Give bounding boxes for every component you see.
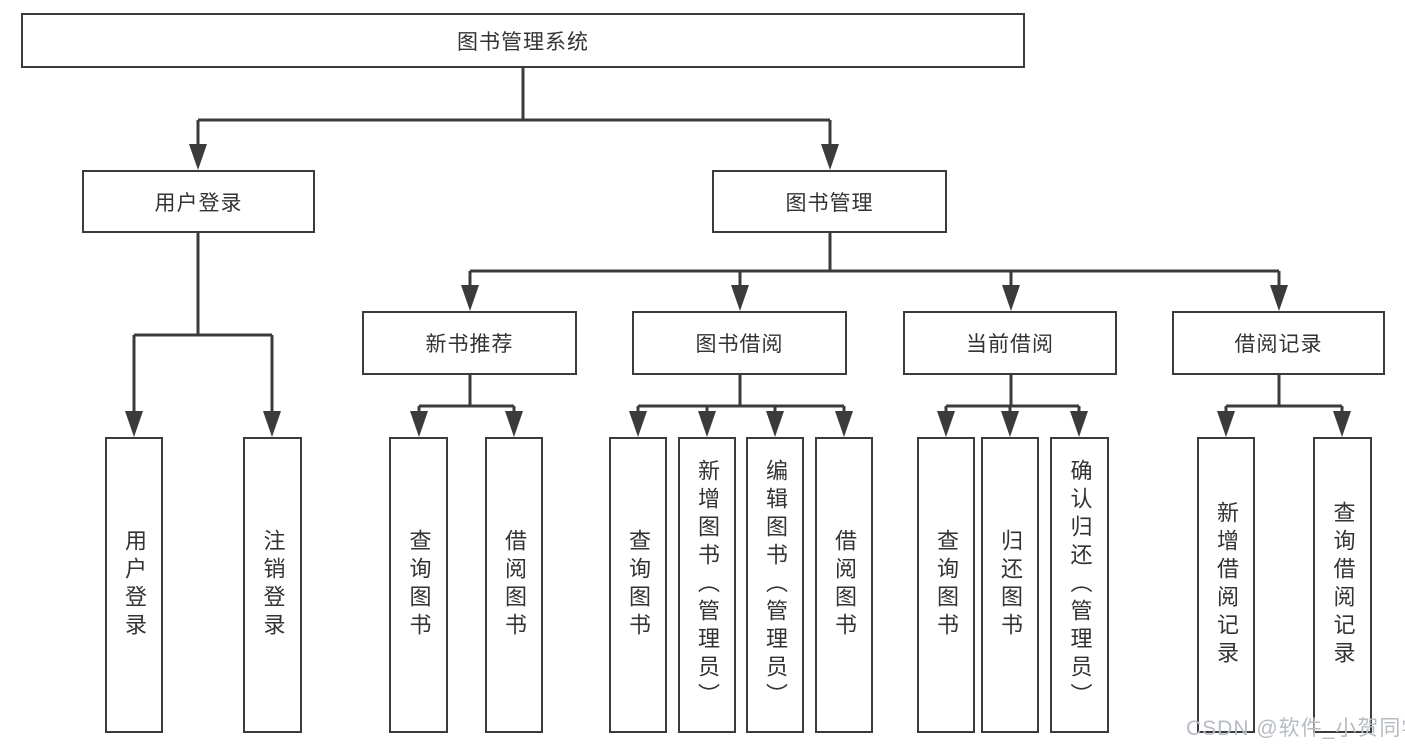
leaf-confirm-return-admin: 确认归还（管理员） xyxy=(1050,437,1109,733)
leaf-logout: 注销登录 xyxy=(243,437,302,733)
node-label: 用户登录 xyxy=(122,529,147,641)
leaf-query-borrow-record: 查询借阅记录 xyxy=(1313,437,1372,733)
leaf-borrow-book: 借阅图书 xyxy=(815,437,873,733)
node-label: 查询图书 xyxy=(626,529,651,641)
leaf-query-book-borrow: 查询图书 xyxy=(609,437,667,733)
leaf-edit-book-admin: 编辑图书（管理员） xyxy=(746,437,804,733)
arrowheads xyxy=(125,144,1351,437)
node-label: 编辑图书（管理员） xyxy=(763,459,788,711)
leaf-user-login: 用户登录 xyxy=(105,437,163,733)
leaf-return-book: 归还图书 xyxy=(981,437,1039,733)
leaf-borrow-book-recommend: 借阅图书 xyxy=(485,437,543,733)
node-new-book-recommend: 新书推荐 xyxy=(362,311,577,375)
node-current-borrow: 当前借阅 xyxy=(903,311,1117,375)
node-user-login: 用户登录 xyxy=(82,170,315,233)
node-label: 新书推荐 xyxy=(425,333,514,356)
node-library-management-system: 图书管理系统 xyxy=(21,13,1025,68)
leaf-add-borrow-record: 新增借阅记录 xyxy=(1197,437,1255,733)
node-label: 新增图书（管理员） xyxy=(695,459,720,711)
leaf-add-book-admin: 新增图书（管理员） xyxy=(678,437,736,733)
node-label: 图书管理系统 xyxy=(457,30,589,54)
node-label: 图书管理 xyxy=(785,191,874,215)
node-label: 查询图书 xyxy=(934,529,959,641)
node-borrow-record: 借阅记录 xyxy=(1172,311,1385,375)
csdn-watermark: CSDN @软件_小贺同学 xyxy=(1186,717,1405,740)
node-label: 确认归还（管理员） xyxy=(1067,459,1093,711)
node-label: 图书借阅 xyxy=(695,333,784,356)
node-label: 借阅图书 xyxy=(832,529,857,641)
node-label: 查询图书 xyxy=(406,529,432,641)
node-label: 新增借阅记录 xyxy=(1214,501,1239,669)
node-book-borrow: 图书借阅 xyxy=(632,311,847,375)
node-label: 借阅图书 xyxy=(502,529,527,641)
node-label: 查询借阅记录 xyxy=(1330,501,1356,669)
node-label: 借阅记录 xyxy=(1234,333,1323,356)
node-book-management: 图书管理 xyxy=(712,170,947,233)
node-label: 用户登录 xyxy=(154,191,243,215)
leaf-query-book-current: 查询图书 xyxy=(917,437,975,733)
leaf-query-book-recommend: 查询图书 xyxy=(389,437,448,733)
node-label: 归还图书 xyxy=(998,529,1023,641)
node-label: 当前借阅 xyxy=(966,333,1054,356)
node-label: 注销登录 xyxy=(260,529,286,641)
